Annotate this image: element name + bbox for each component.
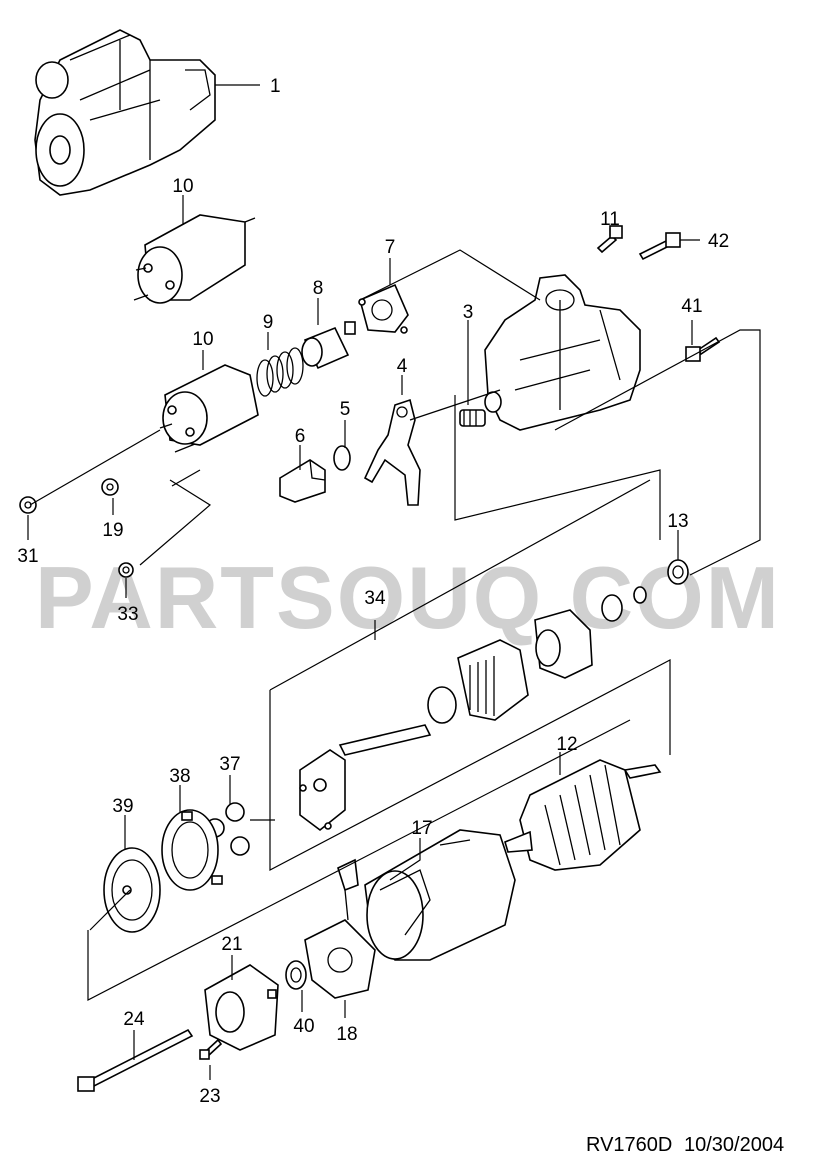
armature[interactable] — [504, 759, 662, 871]
pinion-gear[interactable] — [459, 409, 486, 427]
starter-assembly[interactable] — [34, 29, 216, 196]
drive-end-housing[interactable] — [484, 274, 641, 431]
callout-7[interactable]: 7 — [385, 237, 396, 258]
callout-17[interactable]: 17 — [411, 818, 432, 839]
seal-ring[interactable] — [667, 559, 689, 585]
callout-24[interactable]: 24 — [123, 1009, 145, 1030]
nut-33[interactable] — [118, 562, 134, 578]
bolt-41[interactable] — [685, 336, 721, 362]
solenoid-middle[interactable] — [159, 364, 259, 453]
brush-holder[interactable] — [304, 858, 376, 999]
callout-12[interactable]: 12 — [556, 734, 577, 755]
callout-19[interactable]: 19 — [102, 520, 123, 541]
callout-9[interactable]: 9 — [263, 312, 274, 333]
washer-small[interactable] — [601, 586, 647, 622]
planet-carrier-shaft[interactable] — [299, 724, 432, 832]
callout-8[interactable]: 8 — [313, 278, 324, 299]
callout-13[interactable]: 13 — [667, 511, 688, 532]
through-bolt[interactable] — [77, 1028, 194, 1092]
callout-6[interactable]: 6 — [295, 426, 306, 447]
callout-39[interactable]: 39 — [112, 796, 133, 817]
callout-23[interactable]: 23 — [199, 1086, 220, 1107]
planet-gears[interactable] — [205, 802, 250, 856]
gasket-plate[interactable] — [358, 283, 409, 334]
callout-37[interactable]: 37 — [219, 754, 240, 775]
bolt-42[interactable] — [638, 232, 681, 261]
callout-1[interactable]: 1 — [270, 76, 281, 97]
callout-5[interactable]: 5 — [340, 399, 351, 420]
nut-19[interactable] — [101, 478, 119, 496]
callout-41[interactable]: 41 — [681, 296, 702, 317]
callout-42[interactable]: 42 — [708, 231, 729, 252]
callout-31[interactable]: 31 — [17, 546, 38, 567]
cover-plate[interactable] — [103, 847, 161, 933]
screw-23[interactable] — [199, 1038, 223, 1060]
bolt-11[interactable] — [596, 225, 623, 254]
bearing[interactable] — [285, 960, 307, 990]
callout-38[interactable]: 38 — [169, 766, 190, 787]
ring-gear[interactable] — [161, 809, 223, 891]
callout-10-middle[interactable]: 10 — [192, 329, 213, 350]
callout-33[interactable]: 33 — [117, 604, 138, 625]
callout-21[interactable]: 21 — [221, 934, 242, 955]
shift-fork[interactable] — [363, 398, 421, 506]
solenoid-top[interactable] — [133, 214, 256, 304]
callout-34[interactable]: 34 — [364, 588, 386, 609]
nut-31[interactable] — [19, 496, 37, 514]
callout-10-top[interactable]: 10 — [172, 176, 193, 197]
callout-3[interactable]: 3 — [463, 302, 474, 323]
lever-bracket[interactable] — [279, 459, 326, 503]
watermark: PARTSOUQ.COM — [35, 548, 781, 647]
diagram-code: RV1760D — [586, 1134, 672, 1156]
callout-18[interactable]: 18 — [336, 1024, 357, 1045]
callout-4[interactable]: 4 — [397, 356, 408, 377]
callout-40[interactable]: 40 — [293, 1016, 314, 1037]
spring[interactable] — [256, 347, 304, 397]
callout-11[interactable]: 11 — [600, 209, 620, 230]
washer-5[interactable] — [333, 445, 351, 471]
field-frame[interactable] — [364, 829, 516, 961]
leader-lines — [27, 84, 761, 1080]
drive-clutch[interactable] — [427, 609, 593, 724]
diagram-date: 10/30/2004 — [684, 1134, 784, 1156]
end-frame[interactable] — [204, 964, 279, 1051]
plunger[interactable] — [301, 321, 356, 370]
